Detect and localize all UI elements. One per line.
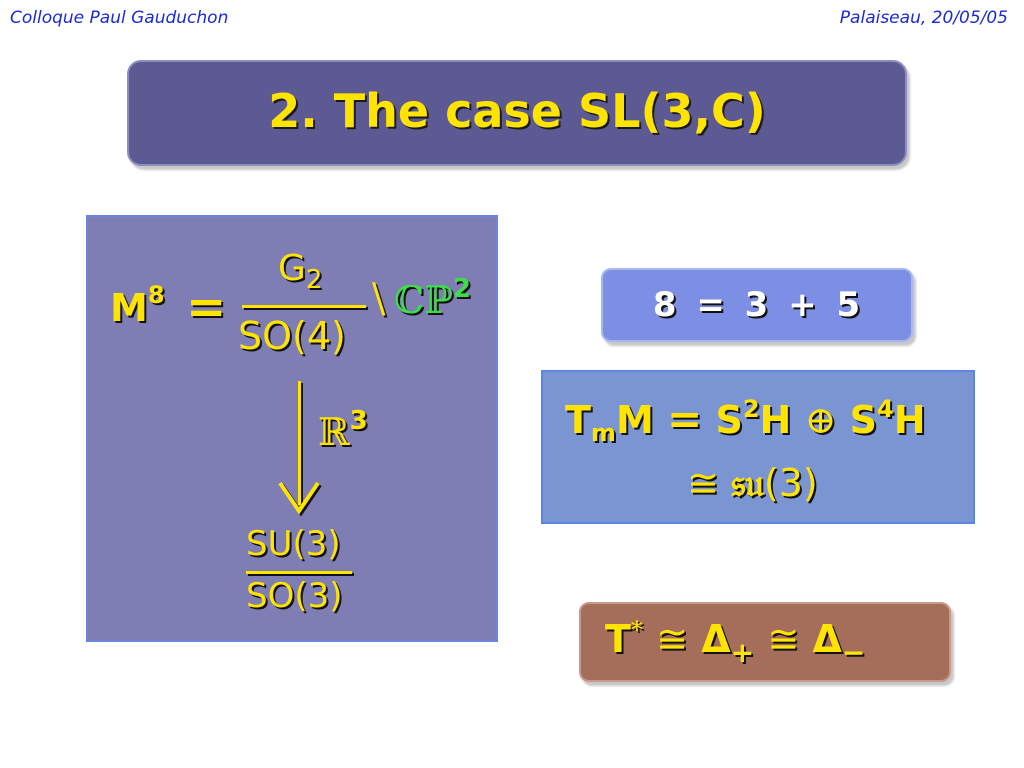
- su-argument: (3): [763, 461, 818, 505]
- header-left-text: Colloque Paul Gauduchon: [10, 8, 229, 28]
- cotangent-box: T* ≅ Δ+ ≅ Δ−: [579, 602, 951, 682]
- fiber-label: ℝ3: [318, 408, 368, 454]
- base-fraction-bar: [246, 571, 352, 574]
- tangent-equals: =: [667, 394, 703, 443]
- dimension-equation: 8 = 3 + 5: [652, 285, 862, 325]
- fraction-bar: [242, 305, 366, 308]
- homogeneous-space-box: M8 = G2 SO(4) \ ℂℙ2 ℝ3 SU(3) SO(3): [86, 215, 498, 642]
- fibration-arrowhead: [278, 481, 322, 517]
- base-numerator: SU(3): [246, 524, 341, 564]
- manifold-letter: M: [110, 286, 148, 330]
- g-letter: G: [278, 248, 306, 289]
- minus-subscript: −: [841, 636, 866, 669]
- fraction-numerator: G2: [278, 248, 322, 294]
- header-right-text: Palaiseau, 20/05/05: [839, 8, 1008, 28]
- congruent-sign-2: ≅: [767, 617, 800, 661]
- tangent-m: M: [615, 398, 654, 442]
- title-banner: 2. The case SL(3,C): [127, 60, 907, 166]
- su3-isomorphism: ≅ 𝔰𝔲(3): [687, 461, 818, 505]
- manifold-symbol: M8: [110, 283, 165, 330]
- su-fraktur: 𝔰𝔲: [730, 460, 764, 505]
- s2-letter: S: [715, 398, 743, 442]
- h2-letter: H: [893, 398, 926, 442]
- manifold-dimension: 8: [147, 281, 165, 309]
- plus-subscript: +: [730, 636, 755, 669]
- s4-letter: S: [849, 398, 878, 442]
- tangent-m-sub: m: [590, 419, 616, 447]
- real-symbol: ℝ: [318, 410, 350, 454]
- cp-symbol: ℂℙ: [394, 278, 453, 322]
- s2-exponent: 2: [742, 395, 760, 423]
- tangent-space-box: TmM = S2H ⊕ S4H ≅ 𝔰𝔲(3): [541, 370, 975, 524]
- delta-minus: Δ: [812, 617, 842, 661]
- fibration-arrow: [298, 381, 301, 505]
- direct-sum: ⊕: [804, 398, 837, 442]
- dimension-equation-box: 8 = 3 + 5: [601, 268, 913, 342]
- cotangent-isomorphism: T* ≅ Δ+ ≅ Δ−: [605, 617, 865, 667]
- cotangent-t: T: [605, 617, 631, 661]
- equals-sign: =: [186, 279, 227, 335]
- delta-plus: Δ: [701, 617, 731, 661]
- s4-exponent: 4: [877, 395, 894, 423]
- complex-projective-plane: ℂℙ2: [394, 276, 471, 322]
- tangent-t: T: [565, 398, 591, 442]
- set-minus: \: [372, 276, 386, 322]
- cotangent-star: *: [630, 616, 643, 644]
- g-subscript: 2: [305, 265, 323, 295]
- h1-letter: H: [759, 398, 792, 442]
- tangent-decomposition: TmM = S2H ⊕ S4H: [565, 395, 926, 445]
- fiber-exponent: 3: [349, 406, 368, 436]
- congruent-sign-1: ≅: [656, 617, 688, 661]
- fraction-denominator: SO(4): [238, 314, 346, 358]
- base-denominator: SO(3): [246, 576, 343, 616]
- slide-title: 2. The case SL(3,C): [268, 84, 766, 138]
- cp-exponent: 2: [452, 274, 471, 304]
- congruent-sign: ≅: [687, 461, 719, 505]
